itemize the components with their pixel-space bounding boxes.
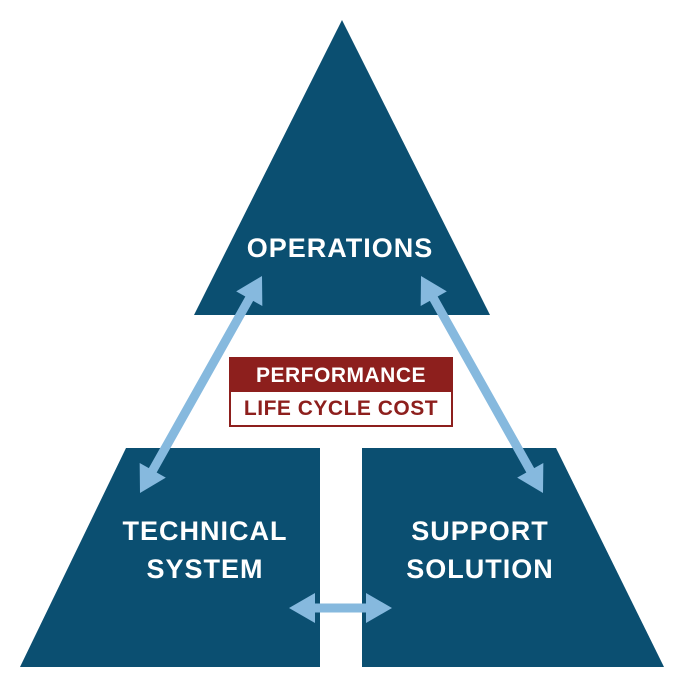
technical-system-trapezoid [20, 448, 320, 667]
arrow-ops-supp-shape [420, 276, 544, 493]
support-solution-line2: SOLUTION [406, 554, 554, 584]
technical-system-line2: SYSTEM [146, 554, 264, 584]
operations-label-text: OPERATIONS [246, 233, 434, 263]
center-box: PERFORMANCE LIFE CYCLE COST [229, 357, 453, 427]
arrow-ops-tech-shape [139, 276, 263, 493]
support-solution-label: SUPPORT SOLUTION [370, 512, 590, 588]
life-cycle-cost-label: LIFE CYCLE COST [243, 397, 439, 420]
operations-label: OPERATIONS [195, 229, 485, 267]
support-solution-trapezoid [362, 448, 664, 667]
technical-support-arrow [289, 593, 392, 623]
technical-system-line1: TECHNICAL [122, 516, 288, 546]
support-solution-line1: SUPPORT [411, 516, 549, 546]
operations-support-arrow [420, 276, 544, 493]
performance-label: PERFORMANCE [231, 359, 451, 392]
arrow-tech-supp-shape [289, 593, 392, 623]
operations-triangle [194, 20, 490, 315]
technical-system-label: TECHNICAL SYSTEM [95, 512, 315, 588]
operations-technical-arrow [139, 276, 263, 493]
